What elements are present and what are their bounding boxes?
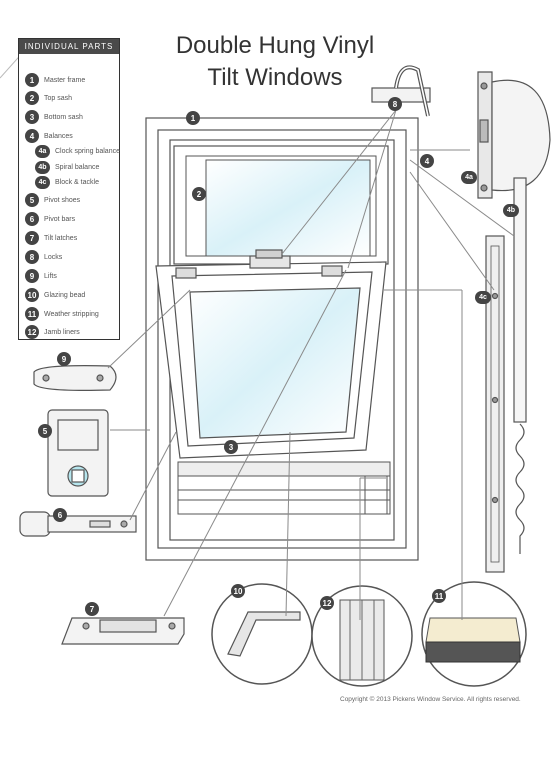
legend-label: Balances <box>44 132 73 140</box>
legend-item: 7 Tilt latches <box>25 231 77 245</box>
legend-item: 6 Pivot bars <box>25 212 75 226</box>
legend-label: Clock spring balance <box>55 148 120 155</box>
callout-12: 12 <box>320 596 334 610</box>
callout-4a: 4a <box>461 171 477 184</box>
legend-label: Locks <box>44 253 63 261</box>
lock-illustration <box>371 65 431 117</box>
callout-4: 4 <box>420 154 434 168</box>
legend-number-badge: 4a <box>35 145 50 158</box>
legend-number-badge: 9 <box>25 269 39 283</box>
callout-5: 5 <box>38 424 52 438</box>
legend-item: 4c Block & tackle <box>35 176 99 189</box>
leader-lines <box>107 109 515 620</box>
legend-number-badge: 11 <box>25 307 39 321</box>
legend-number-badge: 6 <box>25 212 39 226</box>
callout-9: 9 <box>57 352 71 366</box>
legend-label: Master frame <box>44 76 86 84</box>
callout-7: 7 <box>85 602 99 616</box>
legend-item: 12 Jamb liners <box>25 325 80 339</box>
pivot-bar-illustration <box>19 511 137 537</box>
legend-item: 4 Balances <box>25 129 73 143</box>
legend-item: 2 Top sash <box>25 91 72 105</box>
legend-label: Jamb liners <box>44 328 80 336</box>
callout-11: 11 <box>432 589 446 603</box>
callout-3: 3 <box>224 440 238 454</box>
clock-spring-balance-illustration <box>477 71 551 199</box>
bottom-frame-area <box>177 461 391 515</box>
legend-item: 1 Master frame <box>25 73 85 87</box>
legend-number-badge: 2 <box>25 91 39 105</box>
legend-item: 11 Weather stripping <box>25 307 99 321</box>
jamb-liner-detail <box>311 585 413 687</box>
callout-10: 10 <box>231 584 245 598</box>
legend-label: Weather stripping <box>44 310 99 318</box>
legend-label: Lifts <box>44 272 57 280</box>
spiral-balance-illustration <box>513 177 527 554</box>
legend-label: Tilt latches <box>44 234 78 242</box>
weather-stripping-detail <box>421 581 527 687</box>
pivot-shoe-illustration <box>47 409 109 497</box>
block-tackle-balance-illustration <box>485 235 505 573</box>
legend-number-badge: 4c <box>35 176 50 189</box>
legend-item: 8 Locks <box>25 250 62 264</box>
legend-number-badge: 7 <box>25 231 39 245</box>
bottom-sash <box>155 249 387 459</box>
callout-2: 2 <box>192 187 206 201</box>
legend-label: Block & tackle <box>55 179 99 186</box>
legend-number-badge: 3 <box>25 110 39 124</box>
legend-heading: INDIVIDUAL PARTS <box>19 39 119 54</box>
legend-item: 10 Glazing bead <box>25 288 85 302</box>
legend-number-badge: 4 <box>25 129 39 143</box>
legend-item: 3 Bottom sash <box>25 110 83 124</box>
callout-6: 6 <box>53 508 67 522</box>
title-line-2: Tilt Windows <box>207 64 343 91</box>
parts-legend: INDIVIDUAL PARTS 1 Master frame 2 Top sash 3… <box>18 38 120 340</box>
legend-label: Top sash <box>44 94 73 102</box>
copyright-notice: Copyright © 2013 Pickens Window Service.… <box>340 696 521 703</box>
callout-4c: 4c <box>475 291 491 304</box>
legend-item: 9 Lifts <box>25 269 57 283</box>
callout-8: 8 <box>388 97 402 111</box>
legend-number-badge: 12 <box>25 325 39 339</box>
top-sash <box>173 145 389 265</box>
tilt-latch-illustration <box>61 617 185 645</box>
legend-number-badge: 8 <box>25 250 39 264</box>
legend-label: Pivot shoes <box>44 196 81 204</box>
legend-item: 4b Spiral balance <box>35 161 99 174</box>
legend-label: Bottom sash <box>44 113 83 121</box>
callout-1: 1 <box>186 111 200 125</box>
glazing-bead-detail <box>211 583 313 685</box>
legend-item: 5 Pivot shoes <box>25 193 80 207</box>
legend-number-badge: 4b <box>35 161 50 174</box>
callout-4b: 4b <box>503 204 519 217</box>
legend-number-badge: 1 <box>25 73 39 87</box>
title-line-1: Double Hung Vinyl <box>175 32 375 59</box>
legend-number-badge: 5 <box>25 193 39 207</box>
lift-illustration <box>33 365 117 391</box>
legend-label: Glazing bead <box>44 291 86 299</box>
legend-number-badge: 10 <box>25 288 39 302</box>
legend-item: 4a Clock spring balance <box>35 145 120 158</box>
legend-label: Spiral balance <box>55 164 100 171</box>
legend-label: Pivot bars <box>44 215 76 223</box>
